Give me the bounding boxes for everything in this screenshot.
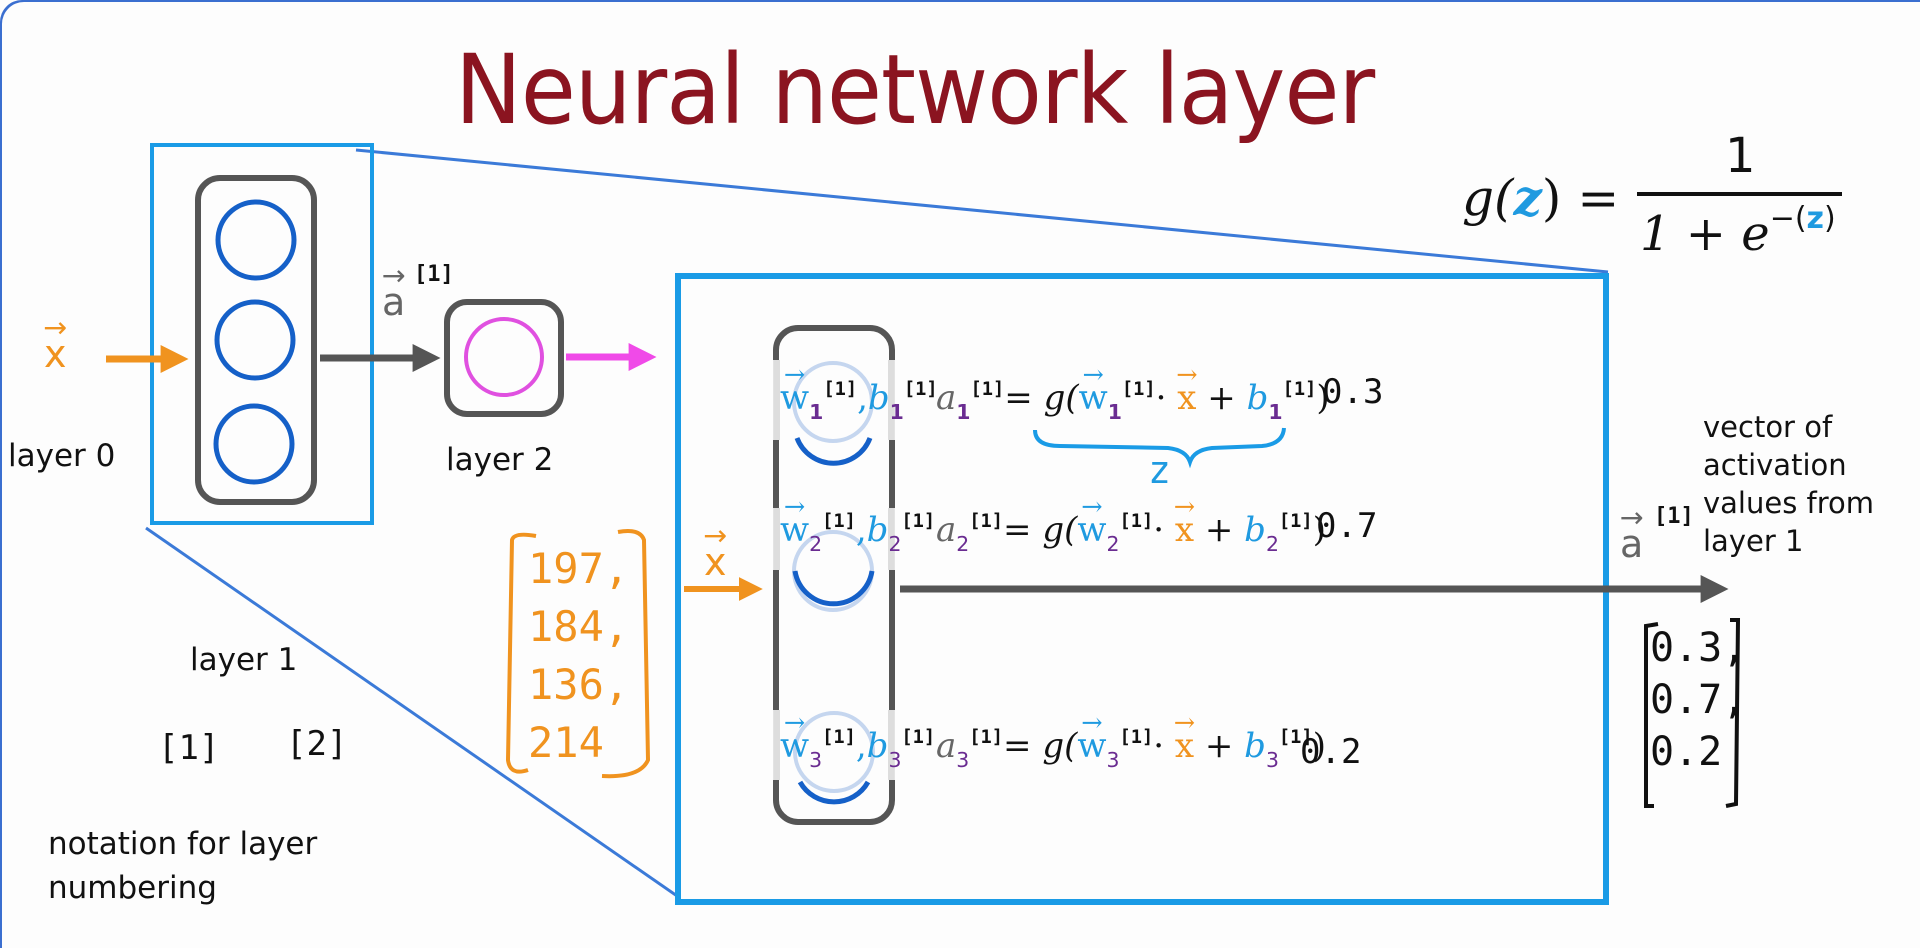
sigmoid-lhs-fn: g( [1462,169,1514,227]
unit3-output-value: 0.2 [1300,732,1362,772]
zoomed-input-x-label: x [704,540,727,586]
z-brace [1033,427,1286,469]
input-value: 197, [528,544,630,593]
output-a1-label: a [1620,522,1643,568]
layer1-neuron-1[interactable] [215,199,297,281]
layer1-neuron-2[interactable] [214,299,296,381]
layer1-node-container[interactable] [195,175,317,505]
unit1-equation: a1[1]= g(w1[1]· x + b1[1]) [936,378,1330,424]
input-value: 214 [528,718,604,767]
output-value: 0.7, [1650,677,1747,723]
sigmoid-denominator: 1 + e [1640,206,1770,262]
output-value: 0.2 [1650,729,1723,775]
notation-caption: notation for layer numbering [48,826,318,906]
output-vector-left-bracket [1644,622,1659,808]
unit3-params: w3[1],b3[1] [780,726,935,772]
z-label: z [1148,448,1171,492]
notation-example-2: [2] [286,724,348,764]
input-vector-values: 197, 184, 136, 214 [528,540,629,772]
activation-a1-label: a [382,280,405,326]
zoom-line-bottom [145,526,681,900]
input-value: 184, [528,602,630,651]
output-vector-values: 0.3, 0.7, 0.2 [1650,622,1746,778]
zoomed-node-container[interactable] [773,325,895,825]
sigmoid-exponent-var: z [1806,201,1824,236]
sigmoid-exponent-suffix: ) [1824,201,1836,236]
unit2-equation: a2[1]= g(w2[1]· x + b2[1]) [936,510,1326,556]
input-vector-left-bracket [505,532,537,774]
unit2-output-value: 0.7 [1316,506,1378,546]
unit2-params: w2[1],b2[1] [780,510,935,556]
layer1-highlight-box [150,143,374,525]
input-x-label: x [44,332,67,378]
sigmoid-lhs-close: ) = [1541,169,1620,227]
unit3-equation: a3[1]= g(w3[1]· x + b3[1]) [936,726,1326,772]
layer2-label: layer 2 [446,442,554,478]
output-a1-superscript: [1] [1654,504,1694,529]
input-value: 136, [528,660,630,709]
sigmoid-exponent-prefix: −( [1769,201,1807,236]
output-caption: vector of activation values from layer 1 [1703,410,1875,558]
layer0-label: layer 0 [8,438,116,474]
sigmoid-numerator: 1 [1725,128,1756,184]
activation-a1-superscript: [1] [414,262,454,287]
slide-title: Neural network layer [455,34,1375,146]
layer1-label: layer 1 [190,642,298,678]
unit1-output-value: 0.3 [1322,372,1384,412]
unit1-params: w1[1],b1[1] [780,378,938,424]
sigmoid-lhs-var: z [1513,168,1542,227]
layer2-node-container[interactable] [444,299,564,417]
layer1-neuron-3[interactable] [213,403,295,485]
layer2-neuron[interactable] [464,317,544,397]
zoom-line-top [355,148,1609,274]
output-value: 0.3, [1650,625,1747,671]
notation-example-1: [1] [158,728,220,768]
output-vector-right-bracket [1725,618,1741,808]
input-vector-right-bracket [601,529,651,779]
